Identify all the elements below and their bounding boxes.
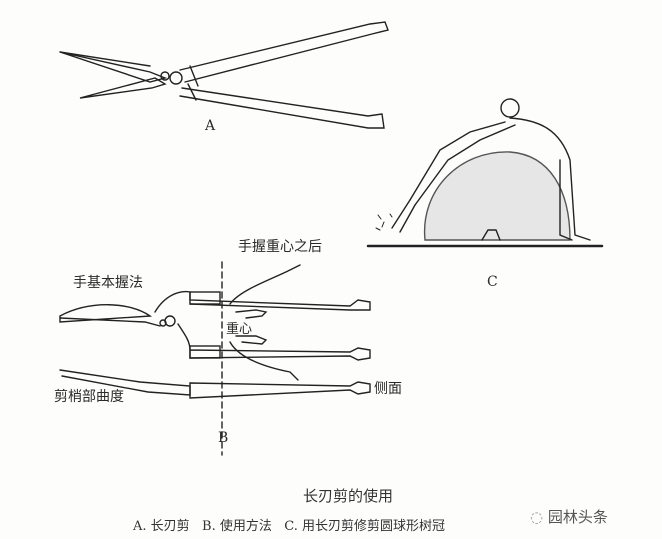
annotation-basic-grip: 手基本握法 xyxy=(73,275,143,291)
caption-legend: A. 长刃剪 B. 使用方法 C. 用长刃剪修剪圆球形树冠 xyxy=(133,519,446,534)
label-a: A xyxy=(205,118,216,134)
watermark-text: 园林头条 xyxy=(547,508,608,526)
annotation-grip-after-center: 手握重心之后 xyxy=(238,239,322,255)
shears-a-drawing xyxy=(59,21,389,129)
annotation-side-view: 侧面 xyxy=(374,381,402,397)
wechat-icon: ◌ xyxy=(530,508,544,526)
label-b: B xyxy=(218,430,229,446)
shears-b-drawing xyxy=(59,261,371,456)
trimming-scene-drawing xyxy=(366,98,604,248)
annotation-blade-curvature: 剪梢部曲度 xyxy=(54,389,124,405)
watermark: ◌ 园林头条 xyxy=(530,506,608,527)
annotation-center-of-gravity: 重心 xyxy=(226,322,253,337)
caption-title: 长刃剪的使用 xyxy=(303,487,394,505)
label-c: C xyxy=(487,274,498,290)
